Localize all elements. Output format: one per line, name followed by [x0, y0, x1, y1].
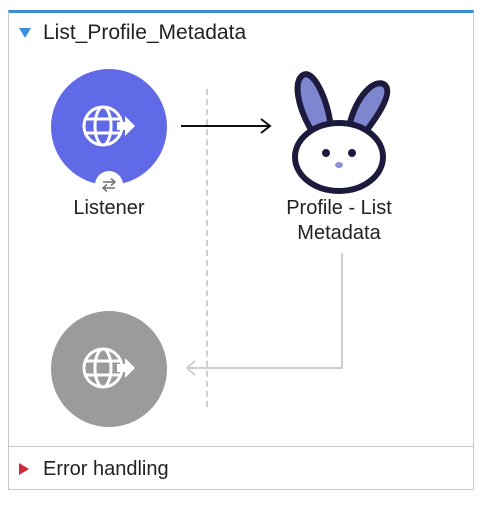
profile-label-line1: Profile - List — [286, 197, 392, 219]
swap-badge — [95, 171, 123, 199]
flow-connectors — [181, 118, 343, 376]
expand-triangle-icon[interactable] — [19, 463, 29, 475]
error-handling-header[interactable]: Error handling — [19, 455, 169, 483]
profile-label: Profile - List Metadata — [259, 196, 419, 246]
response-circle[interactable] — [51, 311, 167, 427]
response-arrowhead — [185, 360, 196, 376]
globe-arrow-icon — [82, 105, 135, 147]
globe-arrow-icon — [82, 347, 135, 389]
connector-arrowhead — [260, 118, 272, 134]
profile-label-line2: Metadata — [297, 222, 381, 244]
collapse-triangle-icon[interactable] — [19, 28, 31, 38]
source-divider — [206, 89, 208, 407]
flow-header[interactable]: List_Profile_Metadata — [19, 19, 246, 47]
listener-circle[interactable] — [51, 69, 167, 185]
response-connector — [187, 253, 343, 369]
listener-label: Listener — [73, 197, 145, 219]
flow-title: List_Profile_Metadata — [43, 21, 247, 44]
swap-arrows-icon — [101, 177, 117, 193]
bunny-icon — [292, 71, 391, 194]
flow-container: List_Profile_Metadata — [8, 10, 474, 490]
error-section-divider — [9, 446, 473, 447]
error-handling-label: Error handling — [43, 457, 169, 480]
